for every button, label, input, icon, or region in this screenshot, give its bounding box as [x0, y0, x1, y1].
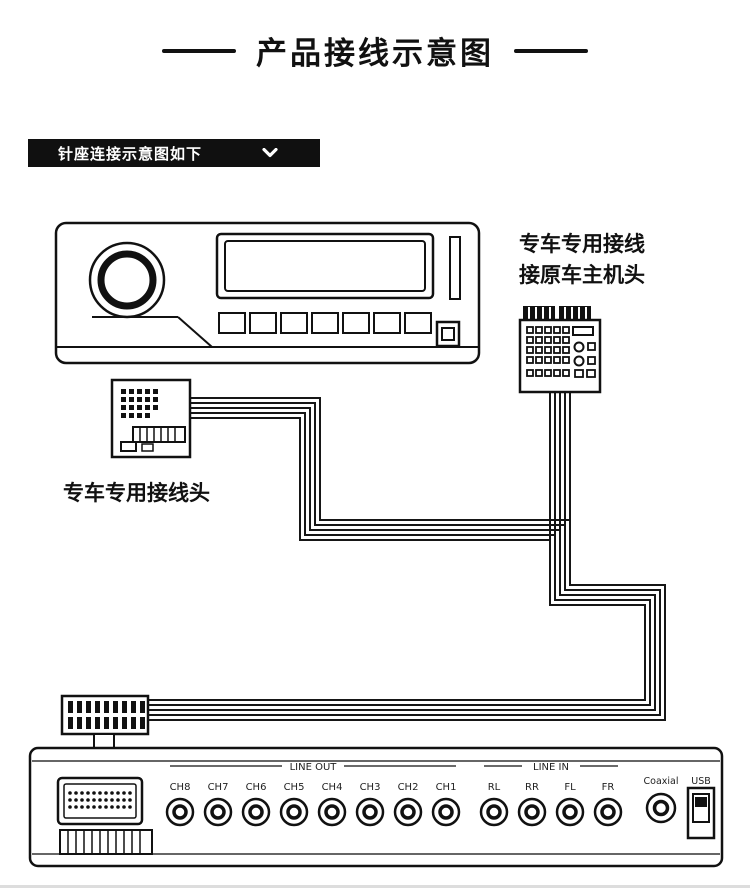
- jack-label-rr: RR: [525, 782, 539, 793]
- vehicle-harness-connector: [110, 378, 192, 459]
- usb-label: USB: [691, 776, 711, 787]
- section-label: 针座连接示意图如下: [58, 144, 203, 163]
- usb-port: [686, 786, 716, 840]
- amplifier-unit: [28, 746, 724, 868]
- chevron-down-icon: [262, 148, 278, 158]
- amplifier-labels: LINE OUT LINE IN CH8 CH7 CH6 CH5 CH4 CH3…: [170, 762, 711, 793]
- section-header-bar: 针座连接示意图如下: [28, 139, 320, 167]
- jack-label-ch3: CH3: [360, 782, 381, 793]
- jack-label-ch8: CH8: [170, 782, 191, 793]
- page-header: 产品接线示意图: [0, 28, 750, 73]
- amp-input-connector: [60, 694, 150, 749]
- page-bottom-rule: [0, 885, 750, 888]
- jack-label-ch7: CH7: [208, 782, 229, 793]
- oem-connector-label-line2: 接原车主机头: [519, 263, 645, 287]
- title-rule-right: [514, 48, 588, 53]
- coaxial-jack: [645, 792, 677, 824]
- harness-connector-label: 专车专用接线头: [63, 481, 210, 505]
- jack-label-ch1: CH1: [436, 782, 457, 793]
- head-unit-illustration: [54, 221, 481, 365]
- amp-multipin-socket: [56, 776, 153, 855]
- jack-label-ch5: CH5: [284, 782, 305, 793]
- display-screen: [215, 232, 435, 300]
- line-out-label: LINE OUT: [290, 762, 338, 773]
- page-title: 产品接线示意图: [256, 36, 494, 72]
- ribbon-cable: [148, 392, 666, 721]
- button-row: [218, 312, 432, 334]
- jack-label-fl: FL: [564, 782, 576, 793]
- line-in-label: LINE IN: [533, 762, 569, 773]
- title-rule-left: [162, 48, 236, 53]
- jack-label-ch4: CH4: [322, 782, 343, 793]
- jack-label-ch6: CH6: [246, 782, 267, 793]
- coaxial-label: Coaxial: [644, 776, 679, 787]
- oem-connector-label-line1: 专车专用接线: [519, 232, 645, 256]
- jack-label-fr: FR: [602, 782, 615, 793]
- oem-connector-label: 专车专用接线 接原车主机头: [519, 229, 645, 291]
- jack-label-ch2: CH2: [398, 782, 419, 793]
- oem-connector: [518, 306, 602, 394]
- jack-label-rl: RL: [488, 782, 501, 793]
- rca-jack-row: [165, 797, 623, 827]
